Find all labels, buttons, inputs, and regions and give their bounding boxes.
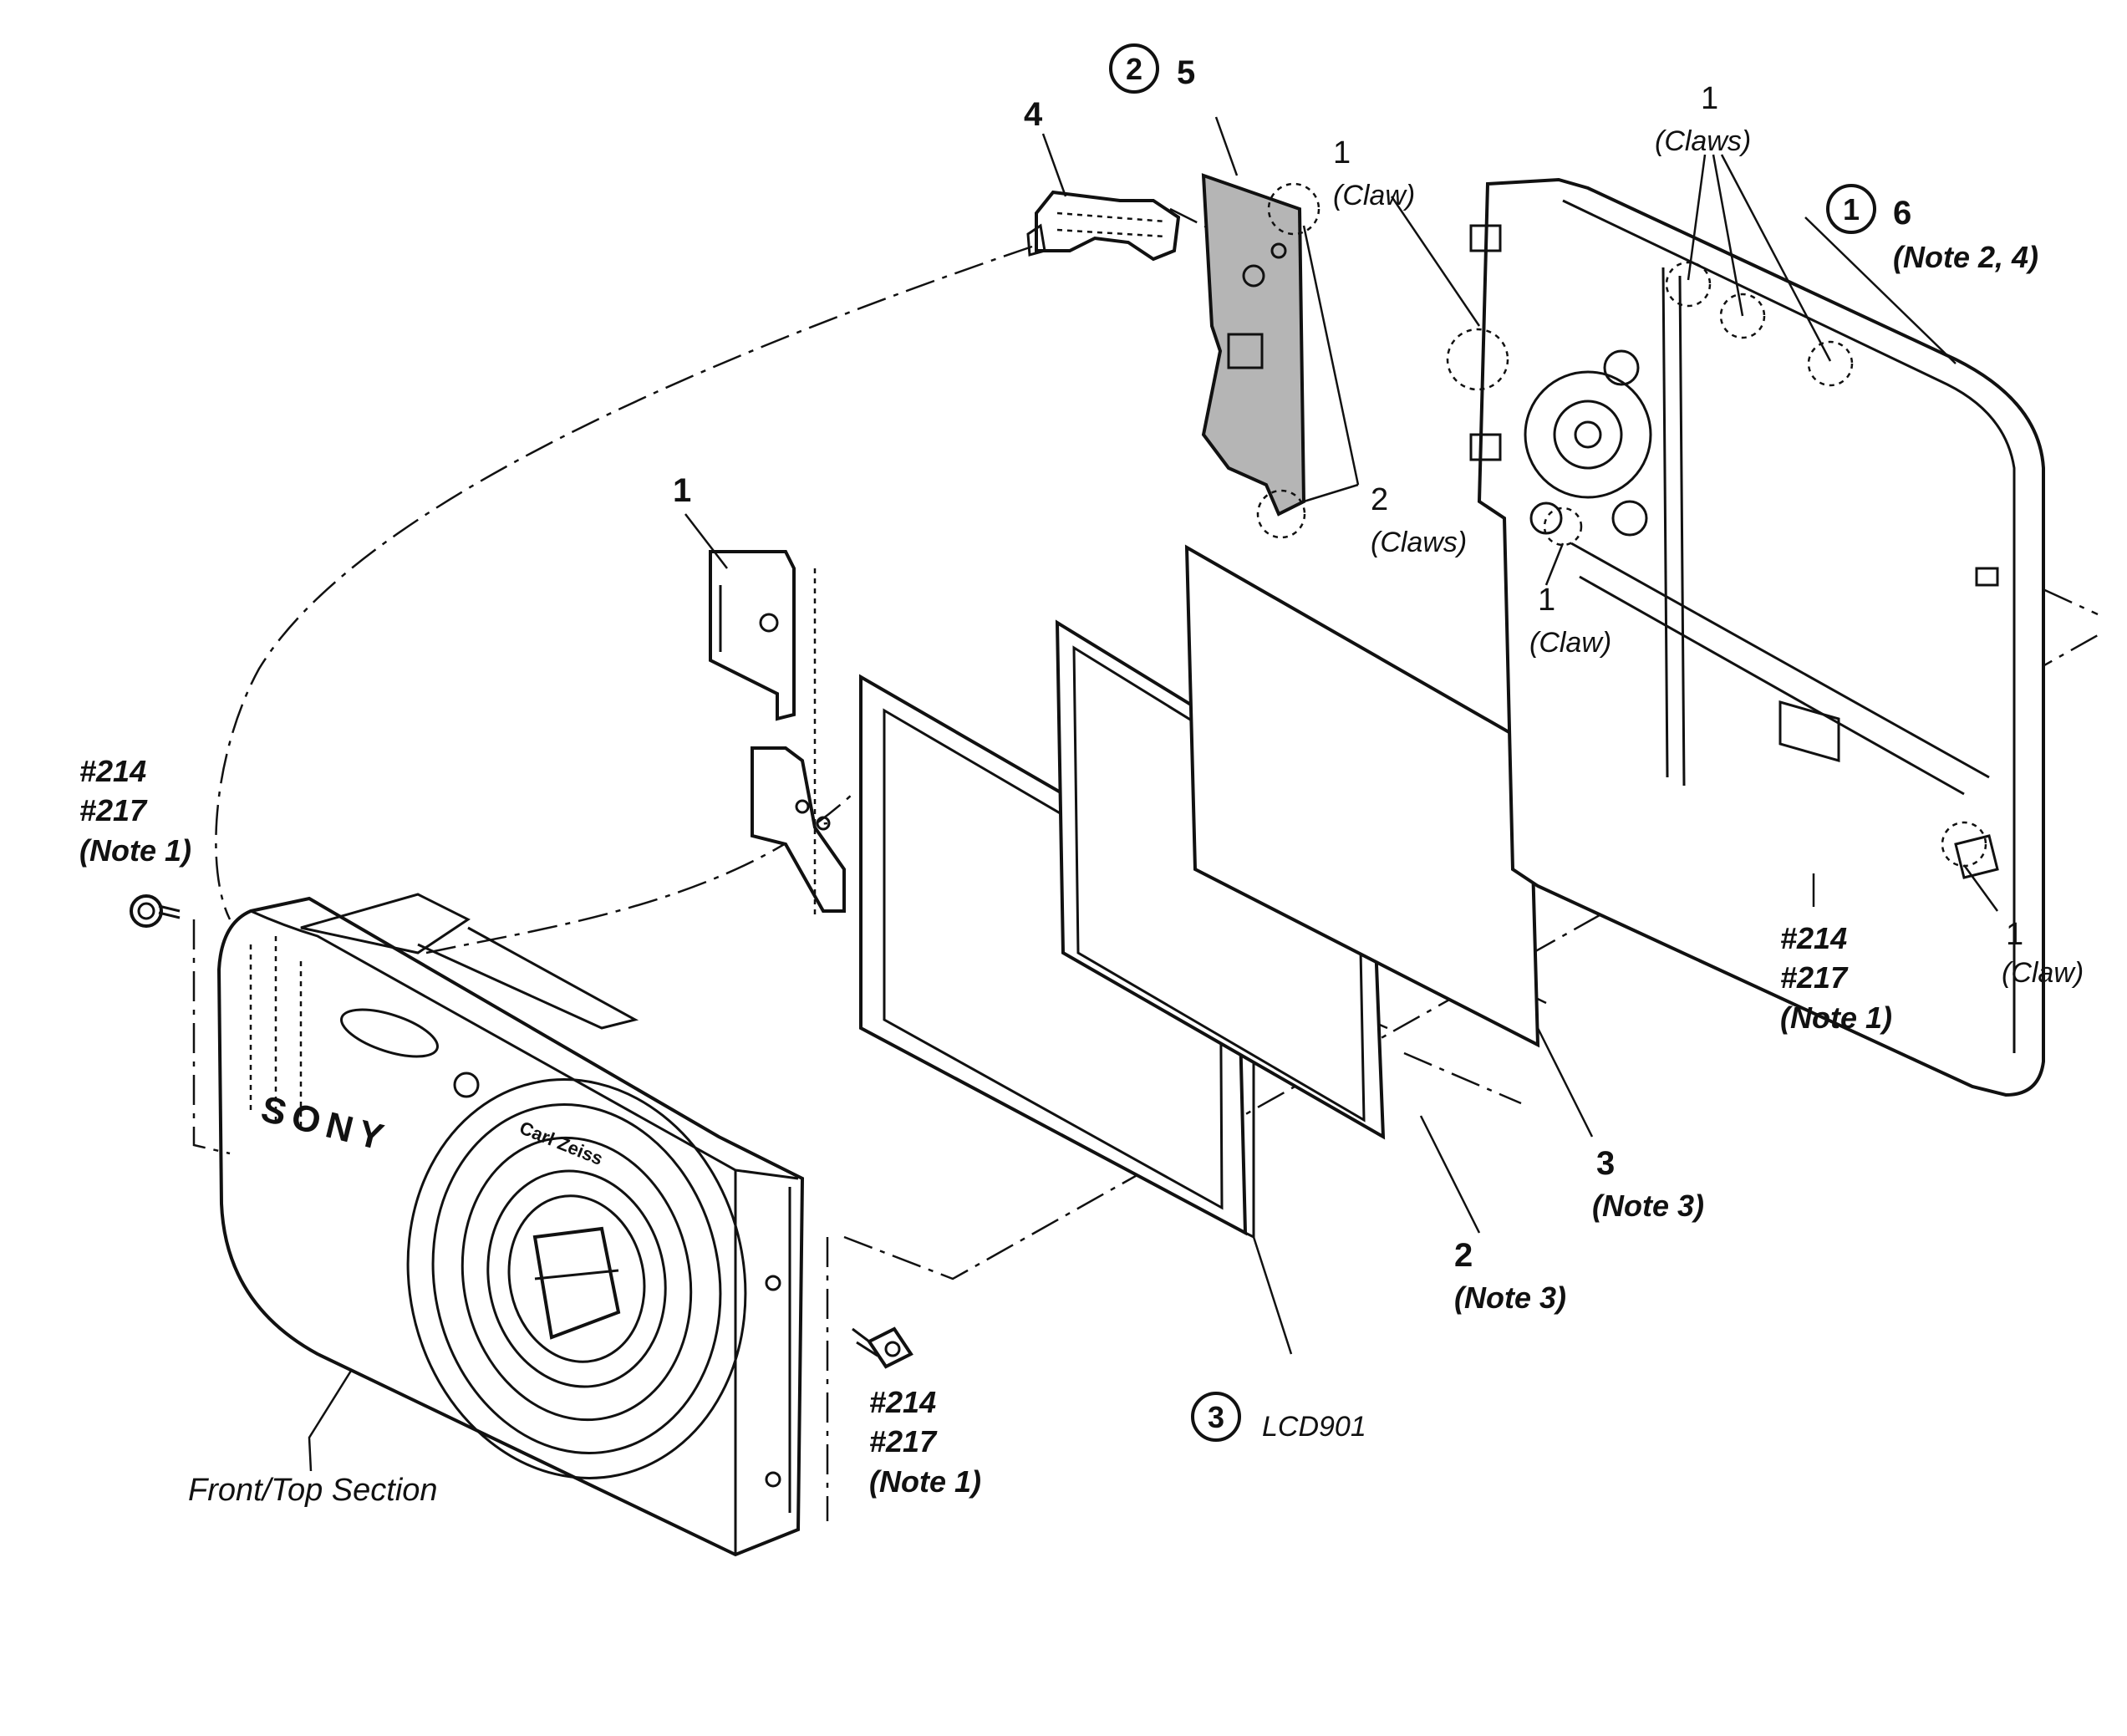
label-part-6-note: (Note 2, 4) (1893, 240, 2038, 274)
circled-number-3: 3 (1191, 1392, 1241, 1442)
label-screw-left-214: #214 (79, 754, 146, 788)
bracket-part-1 (709, 550, 846, 919)
label-claw-count-top-board: 1 (1333, 135, 1351, 171)
label-claws-count-board-bottom: 2 (1371, 482, 1388, 517)
label-claws-count-top-cabinet: 1 (1701, 81, 1718, 116)
screw-bottom (852, 1326, 913, 1369)
sheet-part-3 (1184, 544, 1540, 1048)
circled-number-3-text: 3 (1208, 1400, 1224, 1434)
label-part-4: 4 (1024, 96, 1043, 133)
circled-number-2: 2 (1109, 43, 1159, 94)
leader-lines (308, 116, 1999, 1472)
circled-number-2-text: 2 (1126, 52, 1142, 86)
label-screw-right-214: #214 (1780, 921, 1847, 955)
label-screw-bottom-217: #217 (869, 1424, 938, 1459)
label-screw-right-note1: (Note 1) (1780, 1000, 1892, 1035)
label-claw-count-cabinet-bottom: 1 (2006, 917, 2023, 952)
label-part-1-bracket: 1 (673, 472, 691, 509)
screw-left (130, 894, 181, 928)
flex-cable-part-4 (1026, 190, 1181, 262)
label-screw-bottom-214: #214 (869, 1385, 936, 1419)
label-screw-right-217: #217 (1780, 960, 1849, 995)
rear-cabinet-part-6 (1446, 177, 2045, 1097)
camera-front-section: SONY Carl Zeiss (192, 893, 829, 1557)
circled-number-1: 1 (1826, 184, 1876, 234)
labels: Front/Top Section #214 #217 (Note 1) #21… (79, 43, 2084, 1508)
label-claw-cabinet-middle: (Claw) (1529, 627, 1611, 659)
label-part-3-note3: (Note 3) (1592, 1189, 1704, 1223)
label-claws-top-cabinet: (Claws) (1655, 125, 1751, 157)
circled-number-1-text: 1 (1843, 192, 1860, 227)
label-screw-bottom-note1: (Note 1) (869, 1464, 981, 1499)
label-part-6: 6 (1893, 195, 1911, 232)
label-lcd901: LCD901 (1262, 1411, 1366, 1443)
label-screw-left-note1: (Note 1) (79, 833, 191, 868)
label-front-top-section: Front/Top Section (188, 1473, 438, 1508)
label-part-5: 5 (1177, 54, 1195, 91)
label-part-2-note3: (Note 3) (1454, 1280, 1566, 1315)
label-claws-board-bottom: (Claws) (1371, 527, 1467, 558)
label-part-3: 3 (1596, 1145, 1615, 1182)
board-part-5 (1201, 173, 1320, 539)
label-part-2: 2 (1454, 1237, 1473, 1274)
label-claw-top-board: (Claw) (1333, 180, 1415, 211)
label-claw-count-cabinet-middle: 1 (1538, 583, 1555, 618)
label-screw-left-217: #217 (79, 793, 148, 827)
label-claw-cabinet-bottom: (Claw) (2002, 957, 2084, 989)
